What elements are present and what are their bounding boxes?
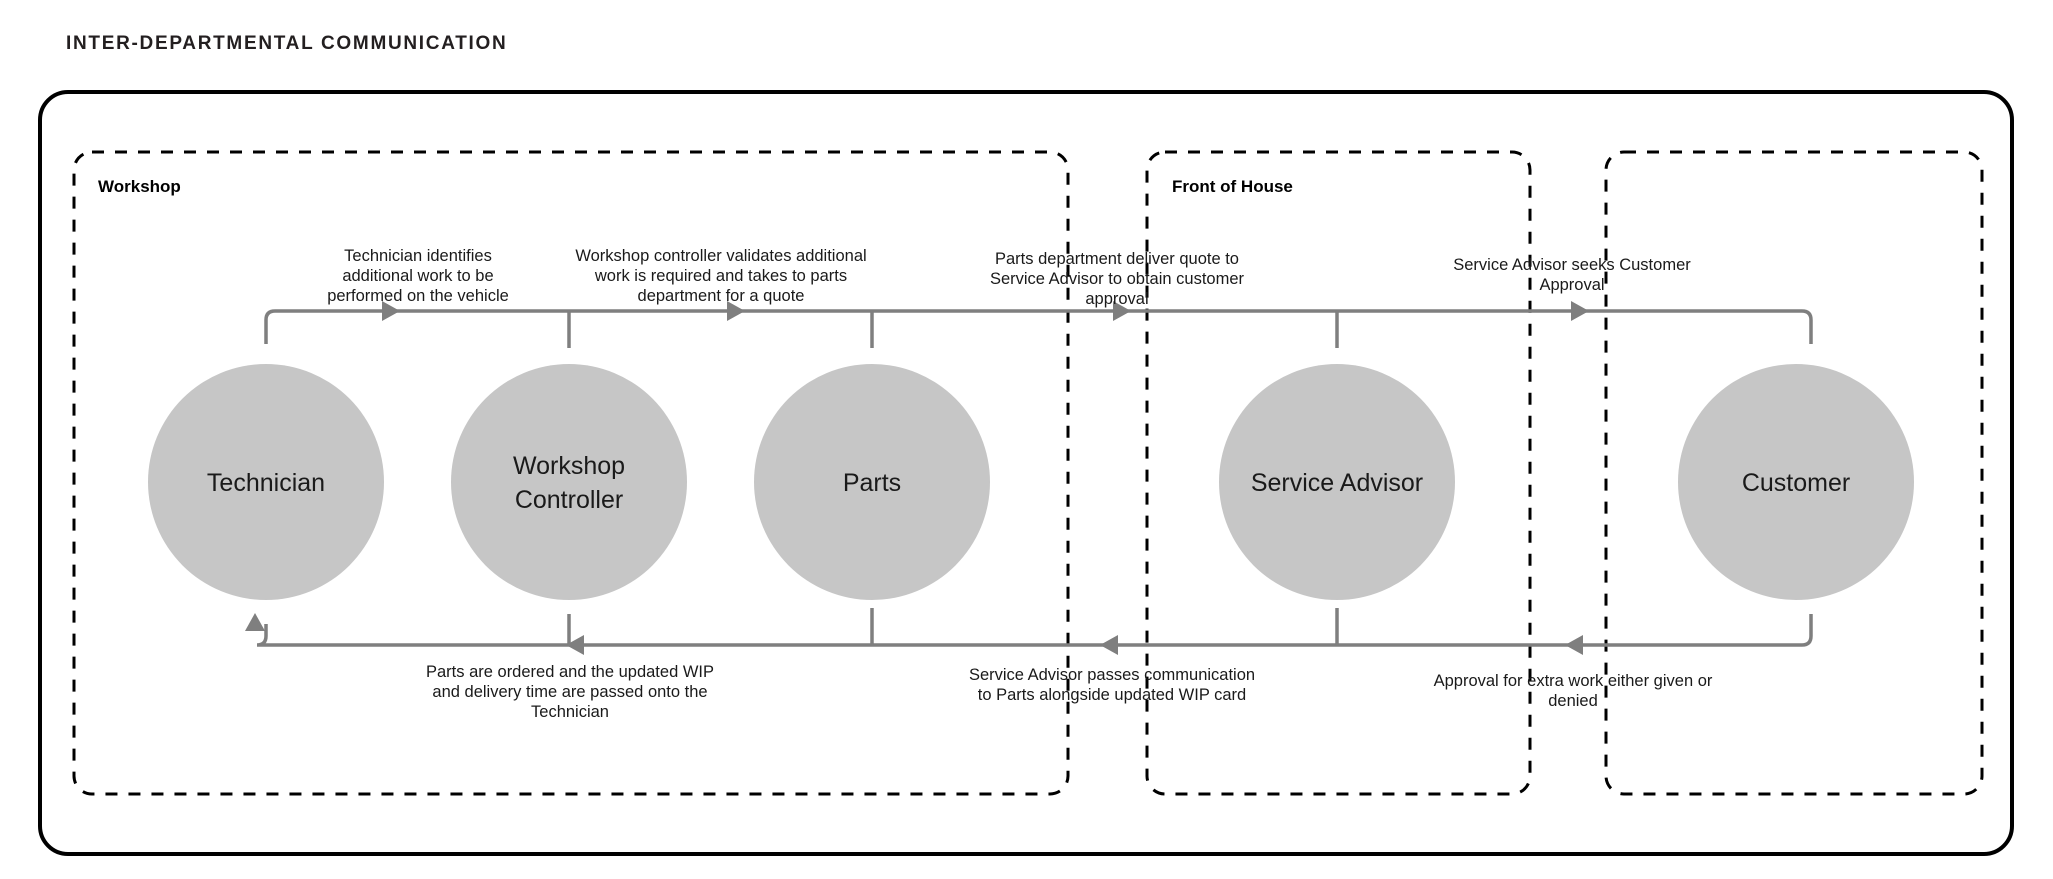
edge-label-line: work is required and takes to parts: [594, 267, 847, 285]
parts-label: Parts: [843, 469, 901, 497]
edge-label-line: Technician: [531, 703, 609, 721]
workshop-controller-label-line1: Workshop: [513, 452, 625, 480]
edge-label-line: approval: [1085, 290, 1148, 308]
technician-label: Technician: [207, 469, 325, 497]
edge-label-line: Workshop controller validates additional: [575, 247, 866, 265]
arrowhead-technician-to-workshop-controller: [382, 301, 400, 321]
edge-label-line: Parts are ordered and the updated WIP: [426, 663, 714, 681]
lane-front-of-house: [1145, 150, 1532, 796]
edge-label-line: additional work to be: [342, 267, 493, 285]
lane-front-of-house-label: Front of House: [1172, 177, 1293, 196]
edge-label-line: to Parts alongside updated WIP card: [978, 686, 1246, 704]
edge-label-parts-to-service-advisor: Parts department deliver quote to Servic…: [990, 250, 1245, 308]
node-service-advisor[interactable]: Service Advisor: [1219, 364, 1455, 600]
edge-label-line: department for a quote: [638, 287, 805, 305]
arrowhead-parts-to-service-advisor: [1113, 301, 1131, 321]
edge-label-line: Approval: [1539, 276, 1604, 294]
edge-label-service-advisor-to-customer: Service Advisor seeks Customer Approval: [1453, 256, 1691, 294]
edge-label-workshop-controller-to-parts: Workshop controller validates additional…: [575, 247, 866, 305]
diagram-outer-frame: [38, 90, 2014, 856]
forward-flow-path: [264, 309, 1813, 348]
lane-workshop: [72, 150, 1070, 796]
arrowhead-parts-to-technician: [566, 635, 584, 655]
lane-customer: [1604, 150, 1984, 796]
arrowhead-customer-to-service-advisor: [1565, 635, 1583, 655]
edge-label-line: Service Advisor to obtain customer: [990, 270, 1245, 288]
arrowhead-service-advisor-to-parts: [1100, 635, 1118, 655]
customer-label: Customer: [1742, 469, 1850, 497]
edge-label-line: Parts department deliver quote to: [995, 250, 1239, 268]
customer-circle[interactable]: [1678, 364, 1914, 600]
forward-flow-rail: [264, 309, 1813, 344]
node-workshop-controller[interactable]: Workshop Controller: [451, 364, 687, 600]
parts-circle[interactable]: [754, 364, 990, 600]
edge-label-parts-to-technician: Parts are ordered and the updated WIP an…: [426, 663, 714, 721]
arrowhead-workshop-controller-to-parts: [727, 301, 745, 321]
edge-label-technician-to-workshop-controller: Technician identifies additional work to…: [327, 247, 509, 305]
node-parts[interactable]: Parts: [754, 364, 990, 600]
edge-label-line: and delivery time are passed onto the: [432, 683, 707, 701]
edge-label-line: Service Advisor seeks Customer: [1453, 256, 1691, 274]
edge-label-line: Service Advisor passes communication: [969, 666, 1255, 684]
service-advisor-circle[interactable]: [1219, 364, 1455, 600]
edge-label-customer-to-service-advisor: Approval for extra work either given or …: [1434, 672, 1713, 710]
workshop-controller-label-line2: Controller: [515, 486, 623, 514]
return-flow-path: [256, 608, 1813, 647]
lane-workshop-label: Workshop: [98, 177, 181, 196]
page-title: INTER-DEPARTMENTAL COMMUNICATION: [66, 33, 508, 54]
return-flow-rail: [256, 614, 1813, 647]
edge-label-line: denied: [1548, 692, 1598, 710]
edge-label-line: Approval for extra work either given or: [1434, 672, 1713, 690]
workshop-controller-circle[interactable]: [451, 364, 687, 600]
technician-circle[interactable]: [148, 364, 384, 600]
edge-label-line: Technician identifies: [344, 247, 492, 265]
arrowhead-into-technician: [245, 613, 265, 631]
service-advisor-label: Service Advisor: [1251, 469, 1423, 497]
edge-label-service-advisor-to-parts: Service Advisor passes communication to …: [969, 666, 1255, 704]
edge-label-line: performed on the vehicle: [327, 287, 509, 305]
arrowhead-service-advisor-to-customer: [1571, 301, 1589, 321]
node-customer[interactable]: Customer: [1678, 364, 1914, 600]
node-technician[interactable]: Technician: [148, 364, 384, 600]
